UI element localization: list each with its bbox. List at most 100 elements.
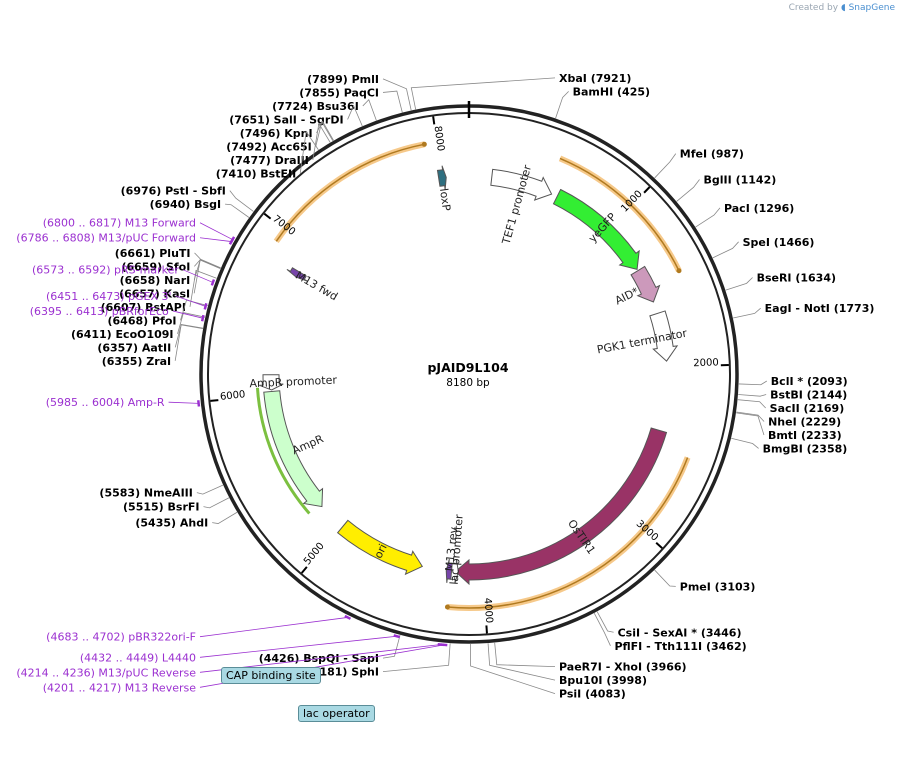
enzyme-Bpu10I[interactable]: Bpu10I (3998): [559, 674, 647, 687]
enzyme-leader: [312, 122, 331, 160]
enzyme-BstAPI[interactable]: (6607) BstAPI: [101, 301, 186, 314]
cap-binding-site-badge[interactable]: CAP binding site: [221, 667, 321, 684]
enzyme-leader: [736, 411, 765, 422]
enzyme-leader: [487, 643, 556, 681]
enzyme-PacI[interactable]: PacI (1296): [724, 202, 794, 215]
primer-mark: [344, 614, 352, 620]
primer-L4440[interactable]: (4432 .. 4449) L4440: [80, 651, 196, 664]
enzyme-BglII[interactable]: BglII (1142): [704, 173, 777, 186]
enzyme-PfoI[interactable]: (6468) PfoI: [108, 314, 177, 327]
feature-tef1-promoter[interactable]: [490, 168, 553, 201]
feature-label: M13 fwd: [293, 269, 340, 304]
feature-m13-rev[interactable]: [445, 558, 453, 583]
enzyme-SphI[interactable]: (4181) SphI: [307, 666, 379, 679]
enzyme-PstI[interactable]: (6976) PstI - SbfI: [121, 185, 226, 198]
enzyme-BseRI[interactable]: BseRI (1634): [757, 271, 836, 284]
enzyme-BmtI[interactable]: BmtI (2233): [768, 429, 842, 442]
feature-label: AID*: [613, 285, 641, 308]
feature-ampr-promoter[interactable]: [259, 374, 284, 391]
primer-M13-pUC-Forward-2[interactable]: (6786 .. 6808) M13/pUC Forward: [16, 232, 196, 245]
enzyme-AhdI[interactable]: (5435) AhdI: [135, 517, 208, 530]
enzyme-leader: [174, 323, 203, 348]
enzyme-MfeI[interactable]: MfeI (987): [680, 148, 744, 161]
enzyme-SacII[interactable]: SacII (2169): [770, 402, 845, 415]
enzyme-PmeI[interactable]: PmeI (3103): [680, 580, 756, 593]
enzyme-PaqCI[interactable]: (7855) PaqCI: [299, 86, 379, 99]
enzyme-layer: (7899) PmlI(7855) PaqCI(7724) Bsu36I(765…: [71, 72, 874, 701]
primer-leader: [199, 222, 233, 240]
primer-leader: [199, 237, 232, 242]
enzyme-leader: [299, 130, 319, 174]
feature-ori[interactable]: [336, 519, 424, 576]
enzyme-leader: [362, 98, 377, 121]
primer-M13-Reverse[interactable]: (4201 .. 4217) M13 Reverse: [43, 681, 196, 694]
feature-ostir1[interactable]: [454, 427, 668, 586]
primer-M13-pUC-Reverse[interactable]: (4214 .. 4236) M13/pUC Reverse: [16, 666, 196, 679]
enzyme-PflFI[interactable]: PflFI - Tth111I (3462): [614, 640, 746, 653]
feature-loxP[interactable]: [436, 165, 447, 190]
primer-leader: [168, 401, 199, 404]
lac-operator-badge[interactable]: lac operator: [298, 705, 375, 722]
enzyme-NarI[interactable]: (6658) NarI: [120, 274, 191, 287]
orf-arcs-layer: [273, 141, 691, 611]
enzyme-leader: [229, 190, 254, 212]
enzyme-SfoI[interactable]: (6659) SfoI: [121, 260, 190, 273]
tick-label: 4000: [482, 597, 495, 623]
enzyme-EagI[interactable]: EagI - NotI (1773): [765, 302, 875, 315]
enzyme-BstBI[interactable]: BstBI (2144): [770, 388, 847, 401]
enzyme-BclI[interactable]: BclI * (2093): [771, 375, 848, 388]
enzyme-KasI[interactable]: (6657) KasI: [119, 287, 190, 300]
primer-pGEX-3[interactable]: (6451 .. 6473) pGEX 3': [46, 290, 172, 303]
primer-mark: [197, 400, 201, 407]
enzyme-ZraI[interactable]: (6355) ZraI: [102, 355, 171, 368]
enzyme-EcoO109I[interactable]: (6411) EcoO109I: [71, 328, 174, 341]
enzyme-Acc65I[interactable]: (7492) Acc65I: [226, 140, 311, 153]
enzyme-BsgI[interactable]: (6940) BsgI: [150, 198, 221, 211]
orf-arc-line: [447, 457, 689, 609]
enzyme-leader: [695, 207, 721, 228]
enzyme-DraIII[interactable]: (7477) DraIII: [230, 154, 309, 167]
feature-ampr[interactable]: [263, 390, 324, 508]
tick-label: 1000: [619, 189, 645, 215]
primer-mark: [228, 238, 235, 245]
tick-label: 2000: [693, 357, 719, 369]
primer-mark: [203, 303, 208, 310]
primer-pBRforEco[interactable]: (6395 .. 6413) pBRforEco: [30, 305, 169, 318]
primer-M13-pUC-Forward[interactable]: (6800 .. 6817) M13 Forward: [43, 217, 196, 230]
enzyme-BstEII[interactable]: (7410) BstEII: [216, 167, 296, 180]
backbone-layer: [199, 101, 739, 644]
enzyme-PsiI[interactable]: PsiI (4083): [559, 688, 626, 701]
enzyme-leader: [555, 91, 569, 119]
feature-m13-fwd[interactable]: [286, 267, 308, 282]
primer-pRS-marker[interactable]: (6573 .. 6592) pRS-marker: [32, 264, 179, 277]
enzyme-SalI[interactable]: (7651) SalI - SgrDI: [229, 113, 343, 126]
enzyme-Bsu36I[interactable]: (7724) Bsu36I: [272, 100, 359, 113]
enzyme-CsiI[interactable]: CsiI - SexAI * (3446): [618, 626, 742, 639]
enzyme-PaeR7I[interactable]: PaeR7I - XhoI (3966): [559, 661, 687, 674]
enzyme-BsrFI[interactable]: (5515) BsrFI: [123, 501, 199, 514]
feature-aid[interactable]: [630, 265, 661, 303]
enzyme-leader: [410, 77, 556, 110]
enzyme-KpnI[interactable]: (7496) KpnI: [240, 127, 313, 140]
enzyme-NmeAIII[interactable]: (5583) NmeAIII: [99, 487, 192, 500]
enzyme-leader: [736, 412, 765, 436]
enzyme-XbaI[interactable]: XbaI (7921): [559, 72, 631, 85]
enzyme-AatII[interactable]: (6357) AatII: [97, 341, 171, 354]
enzyme-leader: [189, 269, 217, 307]
enzyme-NheI[interactable]: NheI (2229): [768, 415, 841, 428]
primer-mark: [440, 643, 448, 647]
enzyme-BamHI[interactable]: BamHI (425): [573, 85, 650, 98]
primer-Amp-R[interactable]: (5985 .. 6004) Amp-R: [46, 396, 165, 409]
tick-mark: [643, 186, 651, 194]
enzyme-SpeI[interactable]: SpeI (1466): [743, 236, 815, 249]
feature-pgk1-terminator[interactable]: [649, 310, 679, 362]
primer-layer: (6800 .. 6817) M13 Forward (6786 .. 6808)…: [16, 217, 448, 694]
enzyme-leader: [315, 120, 334, 147]
feature-yegfp[interactable]: [552, 188, 640, 270]
enzyme-PluTI[interactable]: (6661) PluTI: [115, 247, 191, 260]
enzyme-PmlI[interactable]: (7899) PmlI: [307, 73, 379, 86]
enzyme-BmgBI[interactable]: BmgBI (2358): [763, 442, 848, 455]
primer-pBR322ori-F[interactable]: (4683 .. 4702) pBR322ori-F: [46, 631, 196, 644]
primer-mark: [393, 634, 401, 639]
